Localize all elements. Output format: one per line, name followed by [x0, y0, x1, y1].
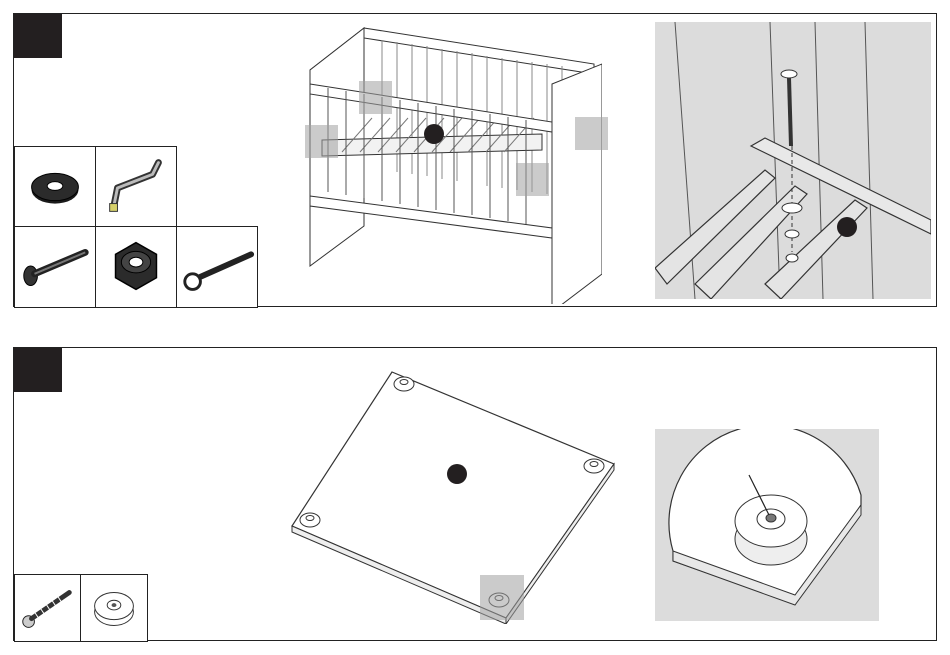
part-cell-washer	[14, 146, 96, 227]
washer-icon	[15, 147, 95, 226]
glide-foot-icon	[81, 575, 147, 641]
bolt-detail-view	[655, 22, 931, 299]
part-cell-allen-key	[95, 146, 177, 227]
screw-icon	[15, 575, 80, 641]
callout-dot-base	[447, 464, 467, 484]
part-cell-screw	[14, 574, 81, 642]
highlight-front-bracket	[516, 163, 549, 196]
lock-nut-icon	[96, 227, 176, 307]
base-board-illustration	[284, 366, 624, 624]
highlight-base-corner	[480, 575, 524, 620]
step-2-badge	[14, 348, 62, 392]
spanner-icon	[177, 227, 257, 307]
callout-dot-crib	[424, 124, 444, 144]
part-cell-glide-foot	[80, 574, 148, 642]
part-cell-lock-nut	[95, 226, 177, 308]
callout-dot-detail-1	[837, 217, 857, 237]
part-cell-bolt	[14, 226, 96, 308]
part-cell-spanner	[176, 226, 258, 308]
bolt-detail-drawing	[655, 22, 931, 299]
crib-drawing	[302, 22, 602, 304]
step-2-panel	[13, 347, 937, 641]
step-1-badge	[14, 14, 62, 58]
highlight-right-panel	[575, 117, 608, 150]
glide-detail-drawing	[655, 429, 879, 621]
crib-illustration	[302, 22, 602, 304]
allen-key-icon	[96, 147, 176, 226]
highlight-back-bracket	[359, 81, 392, 114]
highlight-left-bracket	[305, 125, 338, 158]
bolt-icon	[15, 227, 95, 307]
glide-detail-view	[655, 429, 879, 621]
step-1-panel	[13, 13, 937, 307]
base-board-drawing	[284, 366, 624, 624]
